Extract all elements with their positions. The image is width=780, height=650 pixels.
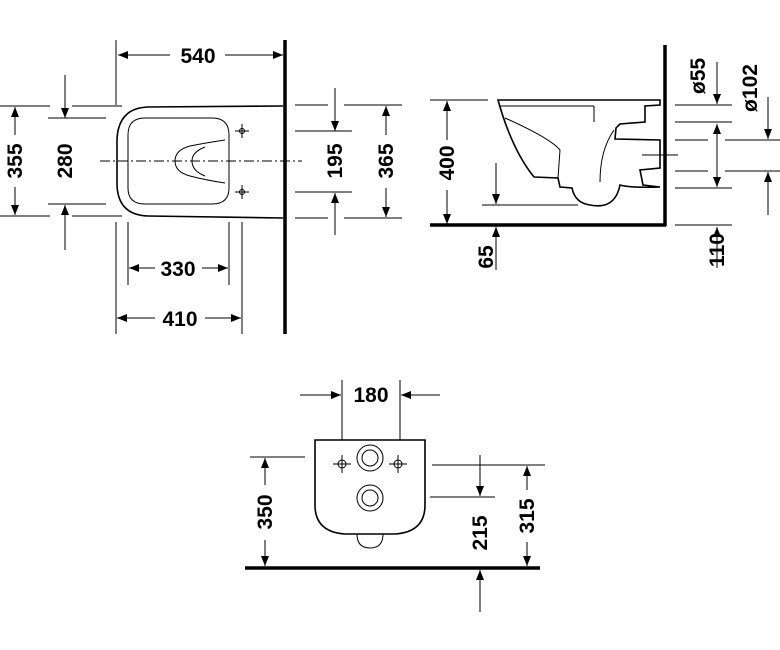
bowl-front-outline	[314, 439, 426, 535]
dim-330: 330	[160, 258, 195, 281]
bowl-outline	[116, 105, 284, 219]
side-view: 400 65 ø55 ø102 110	[430, 45, 780, 270]
bowl-inner	[127, 117, 230, 205]
top-view: 540 355 280 195 365 330 410	[0, 40, 402, 334]
inlet-circle-icon	[356, 444, 384, 472]
dim-400: 400	[436, 145, 459, 180]
dim-dia-102: ø102	[739, 64, 762, 112]
dim-365: 365	[375, 143, 398, 178]
dim-215: 215	[469, 515, 492, 550]
fixing-point-icon	[333, 455, 351, 473]
fixing-point-icon	[235, 124, 249, 138]
dim-180: 180	[353, 384, 388, 407]
dim-315: 315	[516, 498, 539, 533]
dim-65: 65	[475, 245, 498, 269]
dim-dia-55: ø55	[687, 58, 710, 95]
dim-540: 540	[180, 45, 215, 68]
dim-410: 410	[162, 308, 197, 331]
dim-350: 350	[254, 494, 277, 529]
outlet-circle-icon	[356, 484, 384, 512]
fixing-point-icon	[389, 455, 407, 473]
dim-280: 280	[54, 143, 77, 178]
toilet-profile	[496, 99, 661, 207]
front-view: 180 350 215 315	[245, 380, 545, 612]
dim-355: 355	[4, 143, 27, 178]
dim-195: 195	[324, 143, 347, 178]
dim-110: 110	[706, 233, 729, 267]
fixing-point-icon	[235, 185, 249, 199]
